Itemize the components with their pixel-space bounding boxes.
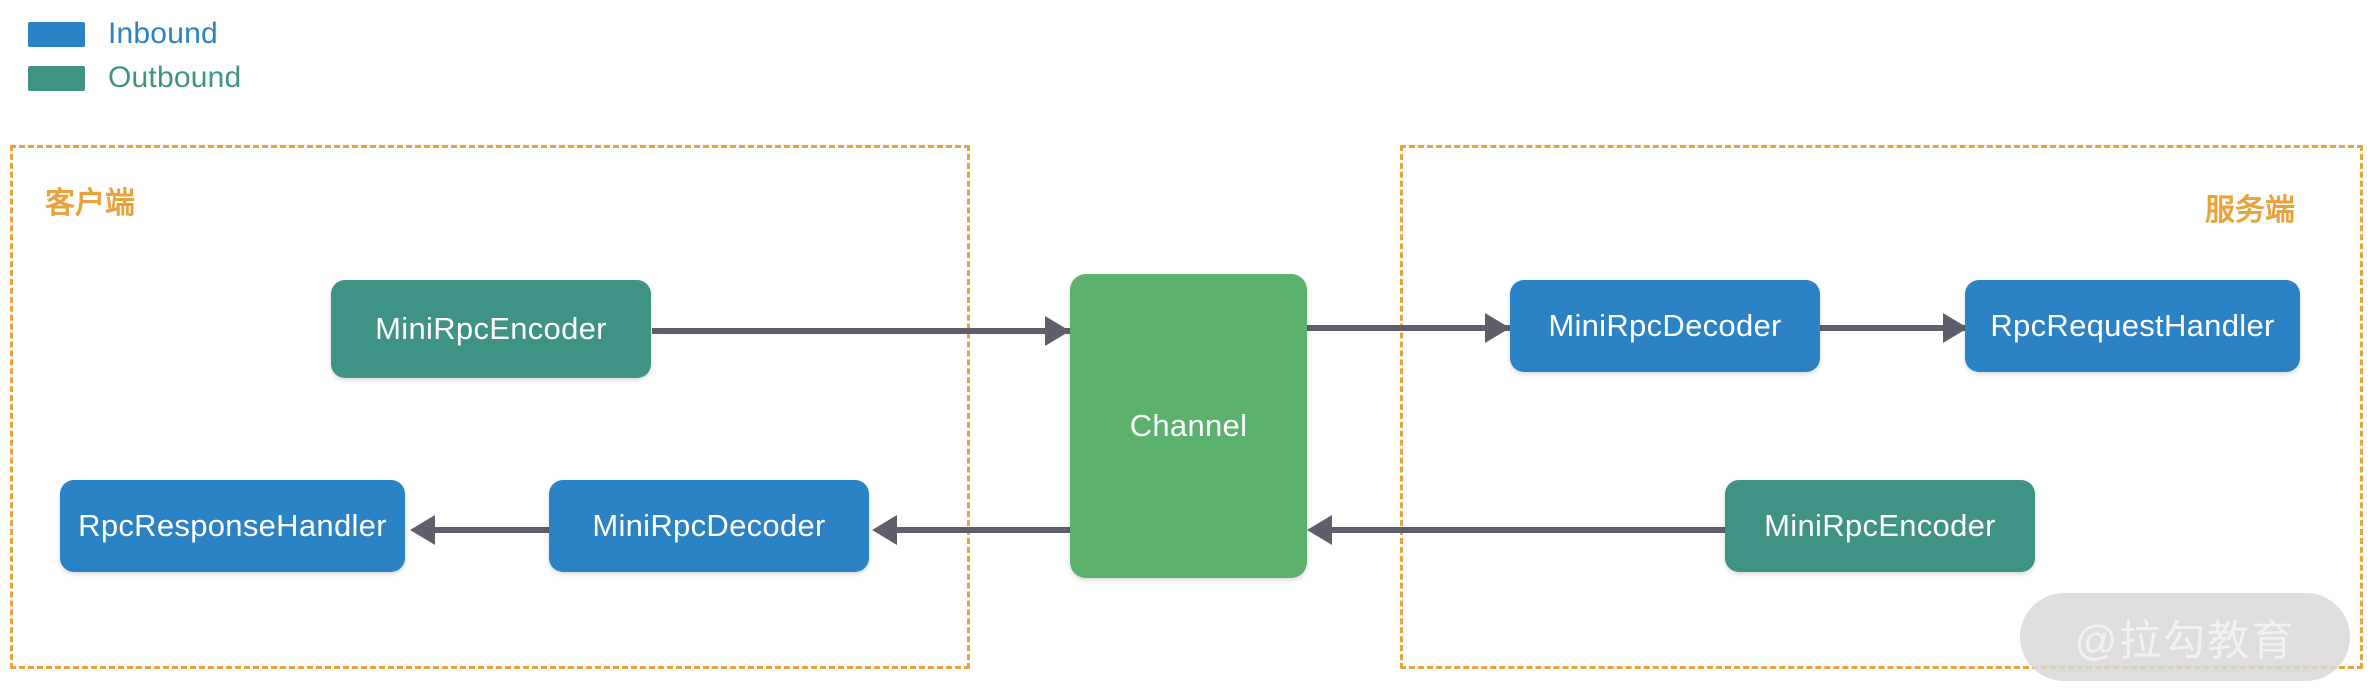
watermark-text: @拉勾教育 [2074,616,2296,664]
node-client-decoder[interactable]: MiniRpcDecoder [549,480,869,572]
node-server-decoder-label: MiniRpcDecoder [1548,308,1782,343]
node-channel[interactable]: Channel [1070,274,1307,578]
node-client-encoder-label: MiniRpcEncoder [375,311,607,346]
zone-client-label: 客户端 [45,187,135,220]
connector-channel-to-client-decoder [895,527,1075,533]
connector-client-encoder-to-channel [652,328,1072,334]
legend-label-inbound: Inbound [108,17,218,50]
node-server-request-handler[interactable]: RpcRequestHandler [1965,280,2300,372]
legend: Inbound Outbound [28,12,241,100]
arrowhead-client-encoder-to-channel [1045,316,1070,346]
node-server-request-handler-label: RpcRequestHandler [1990,308,2275,343]
connector-server-encoder-to-channel [1330,527,1725,533]
zone-server [1400,145,2363,669]
arrowhead-client-decoder-to-response-handler [410,515,435,545]
arrowhead-channel-to-client-decoder [872,515,897,545]
node-server-encoder[interactable]: MiniRpcEncoder [1725,480,2035,572]
node-channel-label: Channel [1129,408,1248,443]
node-client-response-handler-label: RpcResponseHandler [78,508,387,543]
node-client-decoder-label: MiniRpcDecoder [592,508,826,543]
arrowhead-server-encoder-to-channel [1307,515,1332,545]
legend-swatch-outbound [28,65,85,91]
connector-client-decoder-to-response-handler [432,527,567,533]
node-client-response-handler[interactable]: RpcResponseHandler [60,480,405,572]
zone-server-label: 服务端 [2205,194,2295,227]
connector-server-decoder-to-request-handler [1820,325,1970,331]
legend-item-inbound: Inbound [28,12,241,56]
arrowhead-server-decoder-to-request-handler [1943,313,1968,343]
watermark: @拉勾教育 [2020,593,2350,681]
node-server-decoder[interactable]: MiniRpcDecoder [1510,280,1820,372]
legend-swatch-inbound [28,21,85,47]
legend-label-outbound: Outbound [108,61,242,94]
zone-client [10,145,970,669]
node-server-encoder-label: MiniRpcEncoder [1764,508,1996,543]
arrowhead-channel-to-server-decoder [1485,313,1510,343]
legend-item-outbound: Outbound [28,56,241,100]
connector-channel-to-server-decoder [1307,325,1512,331]
node-client-encoder[interactable]: MiniRpcEncoder [331,280,651,378]
